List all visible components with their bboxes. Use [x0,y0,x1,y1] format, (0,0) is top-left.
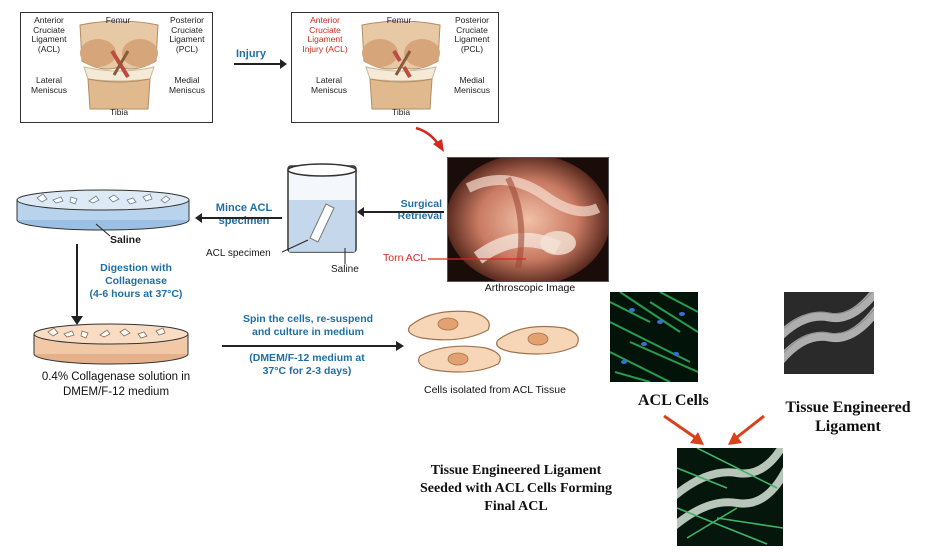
acl-cells-label: ACL Cells [638,392,709,409]
dish-top-saline-pointer [95,223,111,237]
knee-injured-medial-label: Medial Meniscus [454,75,490,95]
mince-arrow [195,213,282,223]
surgical-retrieval-arrow [357,207,444,217]
tissue-ligament-label: Tissue Engineered Ligament [785,399,911,435]
knee-normal-anterior-label: Anterior Cruciate Ligament (ACL) [31,15,67,54]
knee-injured-posterior-label: Posterior Cruciate Ligament (PCL) [454,15,490,54]
dish-top-saline-label: Saline [110,234,141,246]
torn-acl-label: Torn ACL [383,252,427,264]
knee-injured-femur-label: Femur [386,15,412,25]
ligament-sem-image [784,292,874,374]
knee-injured-panel: Anterior Cruciate Ligament Injury (ACL) … [291,12,499,123]
final-acl-image [677,448,783,546]
specimen-label: ACL specimen [206,248,271,259]
specimen-saline-label: Saline [331,264,359,275]
red-arrow-to-arthroscopy [415,126,444,152]
acl-cells-micrograph [610,292,698,382]
digestion-arrow [71,244,83,325]
petri-dish-saline [16,189,190,231]
injury-arrow [234,59,287,69]
spin-arrow [222,341,404,351]
knee-normal-panel: Anterior Cruciate Ligament (ACL) Femur P… [20,12,213,123]
torn-acl-pointer [428,258,526,260]
knee-normal-posterior-label: Posterior Cruciate Ligament (PCL) [169,15,205,54]
red-arrows-converge [663,414,765,445]
specimen-saline-pointer [344,248,346,264]
arthroscopic-image [447,157,609,282]
knee-normal-femur-label: Femur [105,15,131,25]
knee-injured-lateral-label: Lateral Meniscus [311,75,347,95]
spin-label-top: Spin the cells, re-suspend and culture i… [242,313,374,338]
final-acl-label: Tissue Engineered Ligament Seeded with A… [419,463,613,514]
knee-normal-medial-label: Medial Meniscus [169,75,205,95]
cells-caption: Cells isolated from ACL Tissue [423,384,566,396]
dish-bottom-caption: 0.4% Collagenase solution in DMEM/F-12 m… [41,371,191,398]
knee-injured-tibia-label: Tibia [391,107,411,117]
knee-normal-lateral-label: Lateral Meniscus [31,75,67,95]
knee-normal-tibia-label: Tibia [109,107,129,117]
spin-label-bottom: (DMEM/F-12 medium at 37°C for 2-3 days) [249,352,365,377]
petri-dish-collagenase [33,323,189,365]
knee-normal-illustration [79,21,159,110]
digestion-label: Digestion with Collagenase (4-6 hours at… [89,262,183,300]
injury-label: Injury [236,48,266,60]
knee-injured-illustration [361,21,441,110]
isolated-cells-illustration [407,310,579,373]
arthroscopic-caption: Arthroscopic Image [484,282,576,294]
knee-injured-anterior-label: Anterior Cruciate Ligament Injury (ACL) [302,15,348,54]
specimen-pointer [282,239,309,253]
